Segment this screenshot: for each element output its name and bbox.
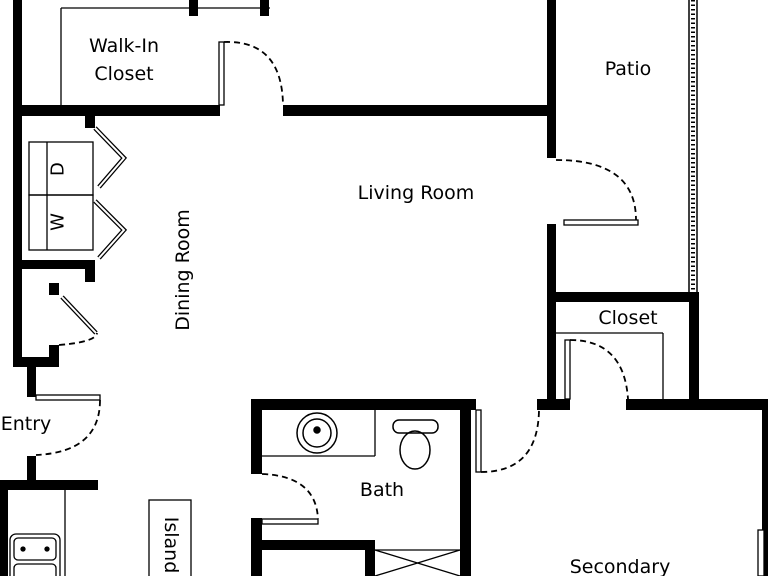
washer-box: [28, 194, 94, 251]
wall-laundry-bottom: [22, 260, 94, 269]
wall-west-upper: [13, 0, 22, 362]
wall-kitchen-top: [0, 480, 98, 490]
room-label-entry: Entry: [1, 413, 52, 435]
wall-closet-right: [689, 292, 699, 410]
room-label-patio: Patio: [605, 58, 652, 80]
wall-entry-lower: [27, 456, 36, 482]
room-label-walk-in-closet-line1: Walk-In: [89, 35, 159, 57]
wall-bath-inner-post: [365, 540, 375, 576]
island-counter: [148, 499, 192, 576]
washer-label: W: [48, 213, 69, 231]
wall-laundry-post-top: [85, 116, 95, 128]
wall-north-right: [283, 105, 554, 116]
room-label-closet: Closet: [598, 307, 657, 329]
secondary-window: [757, 529, 765, 576]
walk-in-closet-door: [218, 41, 225, 106]
laundry: [28, 141, 94, 251]
sink-icon: [296, 412, 338, 454]
wall-closet-left: [547, 292, 556, 410]
wall-closet-top: [556, 292, 698, 302]
bath-door: [261, 518, 319, 525]
wall-secondary-top-left: [537, 399, 570, 410]
room-label-bath: Bath: [360, 479, 404, 501]
room-label-dining-room: Dining Room: [172, 209, 194, 330]
wall-bath-top: [251, 399, 476, 410]
wall-north-left: [22, 105, 220, 116]
bath-fixtures: [296, 412, 439, 470]
wall-bath-left: [251, 399, 262, 474]
room-label-secondary: Secondary: [570, 556, 671, 576]
thin-lines: [60, 7, 664, 576]
wall-bath-left-lower: [251, 518, 262, 576]
wall-secondary-top-right: [626, 399, 768, 410]
toilet-bowl-icon: [399, 430, 431, 470]
wall-entry-upper: [27, 357, 36, 397]
wall-patio-divider: [547, 0, 556, 158]
secondary-door: [475, 409, 482, 473]
kitchen-sink-icon: [9, 533, 61, 576]
wall-secondary-right: [762, 410, 768, 576]
wall-hall-closet-side: [49, 345, 59, 367]
room-label-island: Island: [160, 517, 182, 574]
wall-hall-closet-post: [49, 283, 59, 295]
wall-bath-inner: [262, 540, 375, 550]
room-label-living-room: Living Room: [358, 182, 475, 204]
toilet-tank: [392, 419, 439, 434]
patio-railing: [688, 0, 698, 292]
wall-bath-right: [460, 399, 471, 576]
doors: [35, 41, 765, 576]
patio-door: [563, 219, 639, 226]
room-label-walk-in-closet-line2: Closet: [94, 63, 153, 85]
wall-laundry-post-bottom: [85, 260, 95, 282]
closet-door: [564, 339, 571, 400]
entry-door: [35, 394, 101, 401]
dryer-label: D: [48, 162, 69, 176]
wall-kitchen-side: [0, 480, 8, 576]
